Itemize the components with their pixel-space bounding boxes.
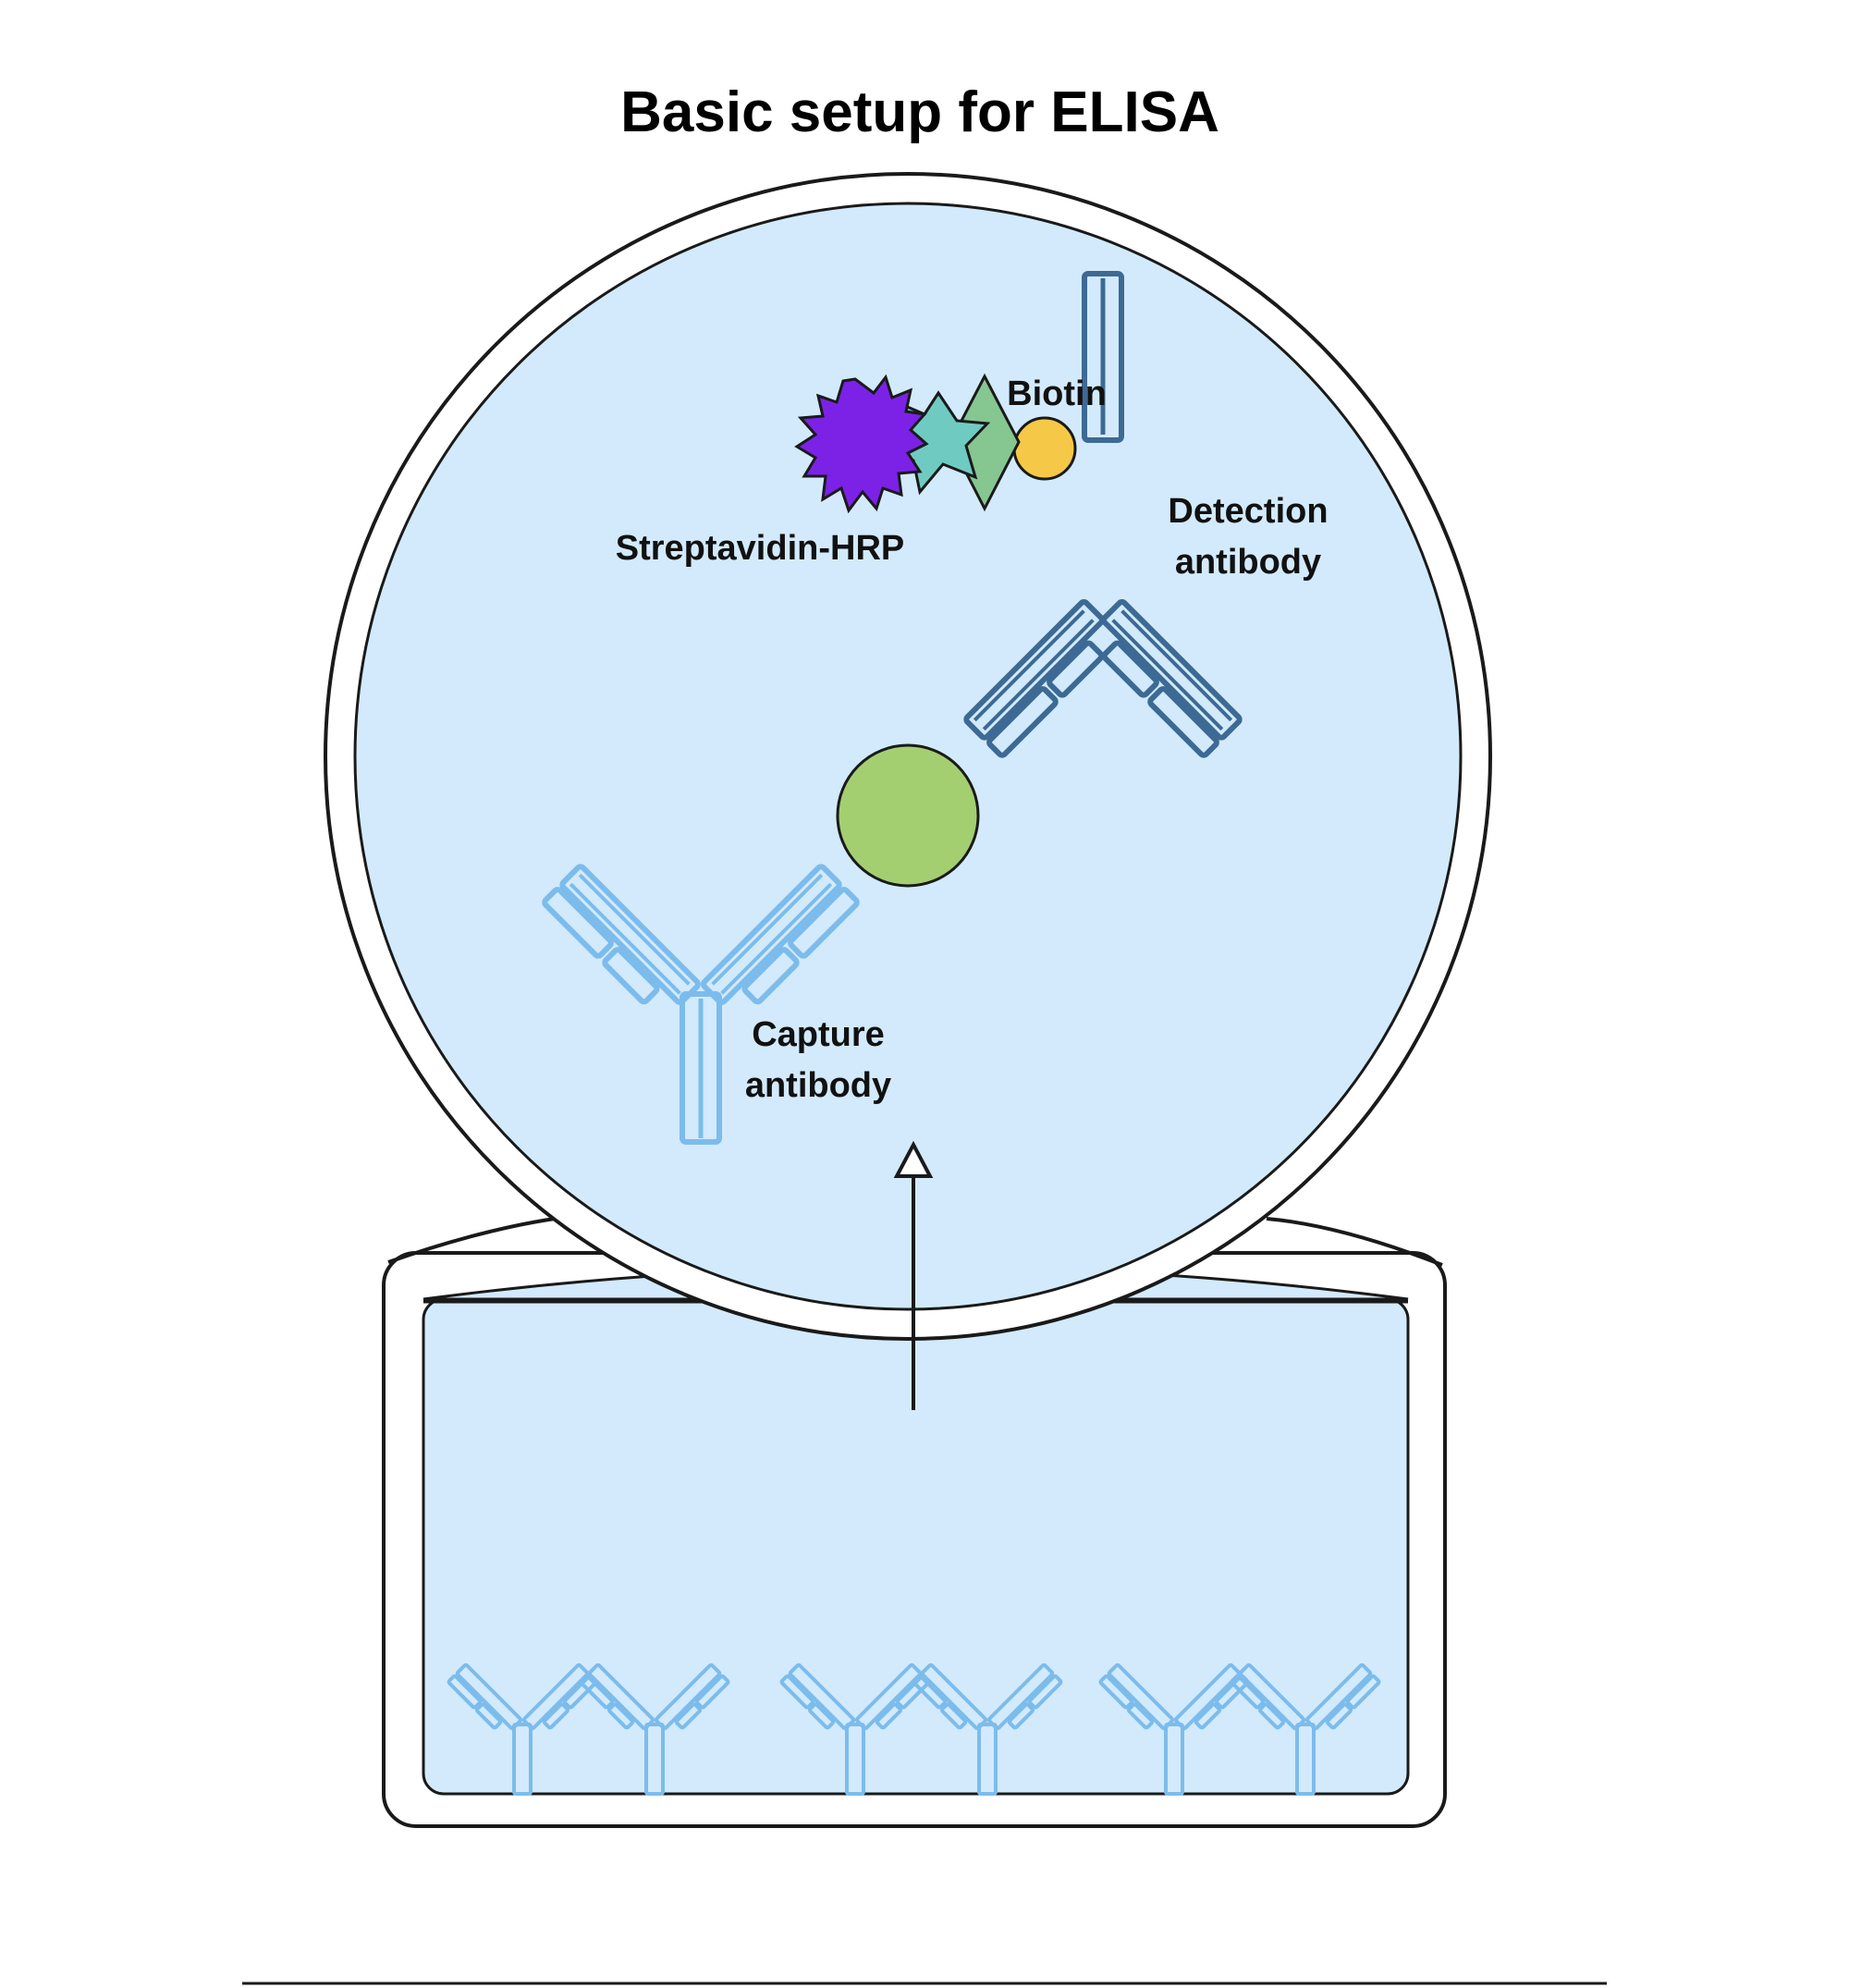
biotin bbox=[1012, 416, 1077, 481]
label-capture-antibody-line2: antibody bbox=[745, 1066, 891, 1105]
detection-antibody bbox=[965, 271, 1242, 756]
arrow-head bbox=[893, 1140, 934, 1178]
diagram-title: Basic setup for ELISA bbox=[620, 80, 1219, 144]
label-streptavidin-hrp: Streptavidin-HRP bbox=[616, 529, 904, 568]
magnifier-connector-left bbox=[387, 1217, 556, 1264]
magnify-arrow bbox=[893, 1140, 934, 1410]
antigen bbox=[836, 743, 980, 888]
label-detection-antibody-line2: antibody bbox=[1175, 543, 1321, 582]
hrp-enzyme bbox=[794, 374, 929, 514]
label-detection-antibody-line1: Detection bbox=[1168, 492, 1328, 531]
magnifier-connector-right bbox=[1266, 1217, 1443, 1267]
label-capture-antibody-line1: Capture bbox=[752, 1015, 885, 1054]
well-fluid bbox=[422, 1297, 1410, 1796]
label-biotin: Biotin bbox=[1007, 374, 1107, 413]
microplate-well bbox=[382, 1251, 1447, 1828]
